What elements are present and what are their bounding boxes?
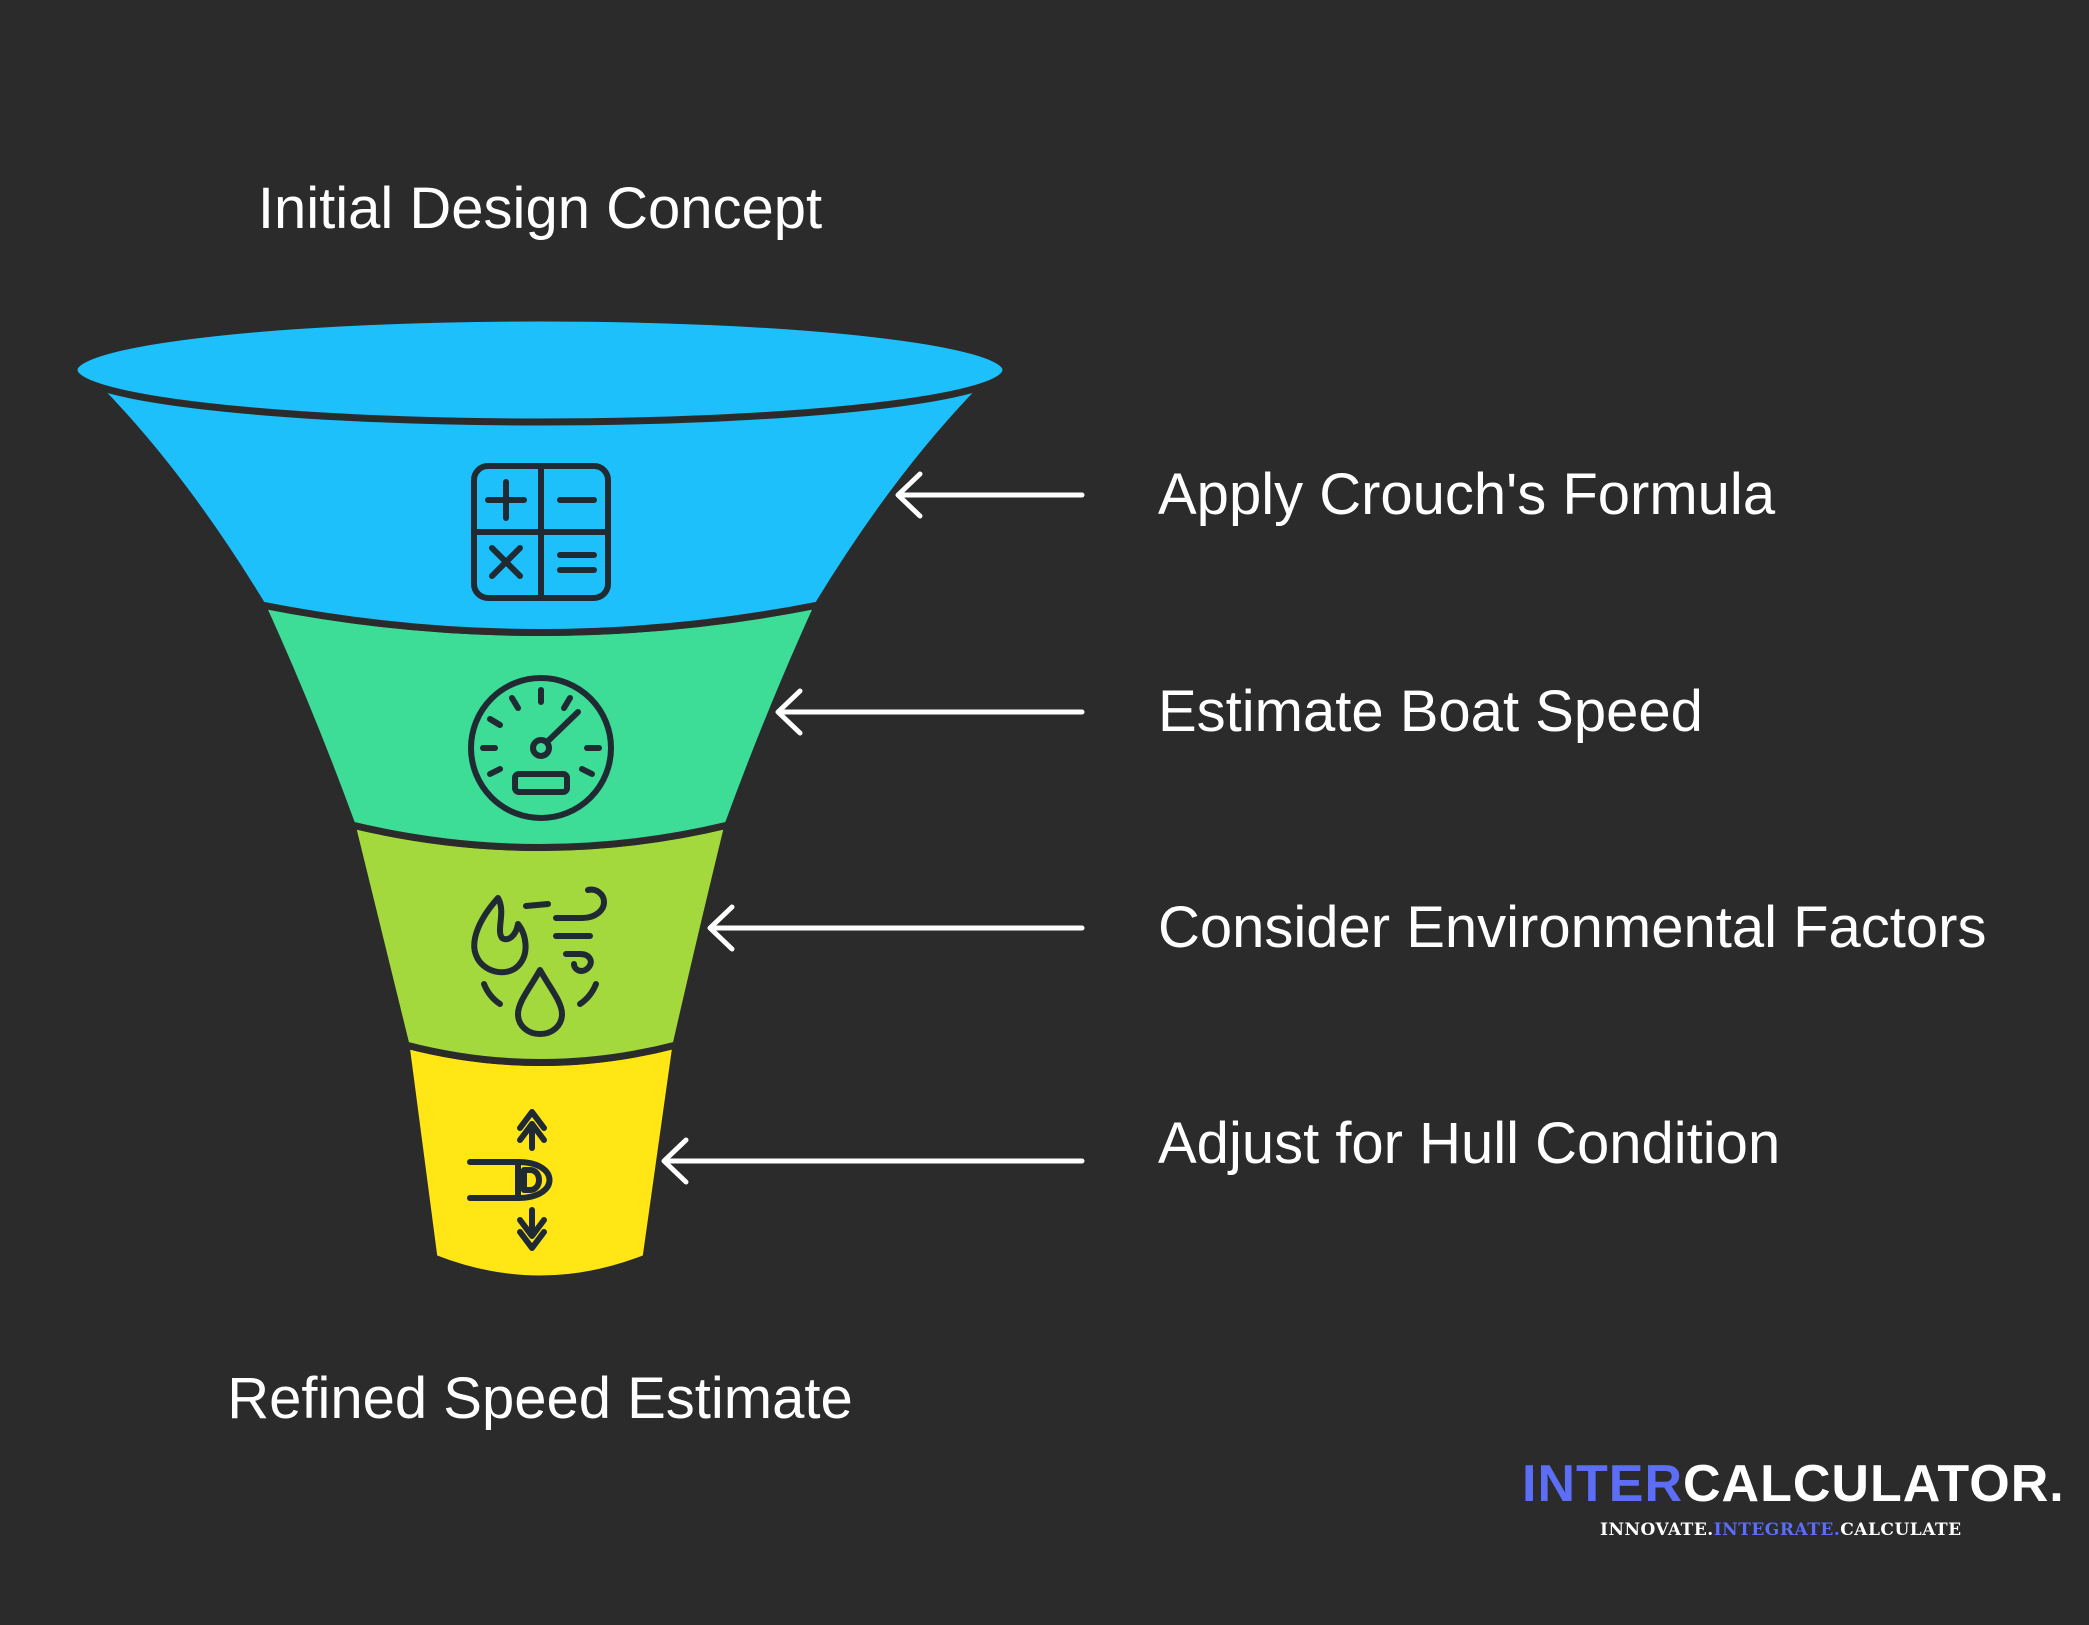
hull-adjust-icon [467,1109,553,1251]
bottom-label: Refined Speed Estimate [227,1366,853,1431]
funnel-stage-4 [401,1040,681,1283]
arrow-stage-4 [661,1137,1085,1185]
tagline-innovate: INNOVATE. [1600,1520,1714,1540]
stage-1-label: Apply Crouch's Formula [1158,462,1776,527]
calculator-icon [471,463,611,601]
speedometer-icon [468,675,614,821]
top-label: Initial Design Concept [257,176,823,241]
tagline-calculate: CALCULATE [1840,1520,1962,1540]
logo-wordmark: INTERCALCULATOR. [1522,1458,2065,1510]
funnel-stage-1 [70,314,1010,636]
tagline-integrate: INTEGRATE. [1713,1520,1841,1540]
funnel-stage-2 [255,600,825,851]
arrow-stage-2 [775,688,1085,736]
logo-tagline: INNOVATE.INTEGRATE.CALCULATE [1600,1520,1962,1540]
funnel-rim [70,314,1010,426]
stage-3-label: Consider Environmental Factors [1158,895,1987,960]
funnel-stage-3 [347,820,733,1066]
stage-4-label: Adjust for Hull Condition [1158,1111,1781,1176]
elements-icon [471,886,607,1037]
arrow-stage-1 [895,471,1085,519]
intercalculator-logo: INTERCALCULATOR. INNOVATE.INTEGRATE.CALC… [1522,1458,2064,1540]
logo-inter: INTER [1522,1455,1683,1513]
arrow-stage-3 [707,904,1085,952]
stage-2-label: Estimate Boat Speed [1158,679,1703,744]
logo-calculator: CALCULATOR. [1683,1455,2065,1513]
